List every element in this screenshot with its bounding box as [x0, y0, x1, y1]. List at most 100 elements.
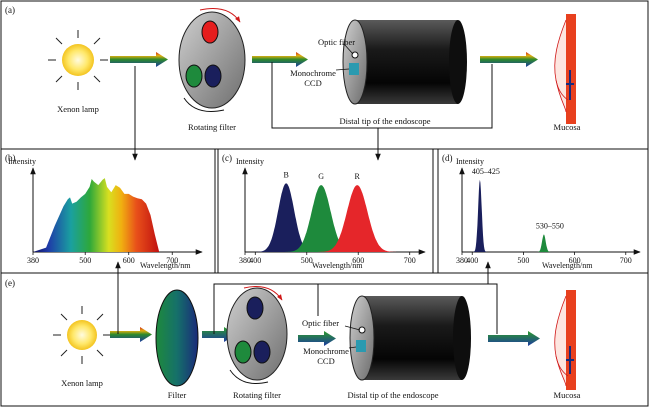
series-label: R	[355, 172, 361, 181]
mucosa-label: Mucosa	[554, 122, 581, 132]
rotation-arrow-icon	[183, 97, 225, 112]
x-tick-label: 600	[352, 256, 364, 265]
beam-arrow-2	[252, 52, 308, 67]
x-tick-label: 500	[301, 256, 313, 265]
panel-label-c: (c)	[222, 153, 232, 163]
beam-arrow-e3	[298, 331, 336, 346]
peak-G	[281, 185, 362, 252]
x-tick-label: 500	[517, 256, 529, 265]
endoscope-body	[355, 20, 458, 104]
endoscope-cap	[349, 295, 375, 381]
panel-d-frame	[437, 148, 649, 274]
x-tick-label: 600	[569, 256, 581, 265]
ccd-label-e: CCD	[317, 356, 334, 366]
mucosa-a	[554, 14, 576, 124]
endoscope-cap	[342, 19, 368, 105]
mucosa-layer	[566, 290, 576, 390]
rotating-filter-label: Rotating filter	[188, 122, 236, 132]
spectrum-area	[33, 178, 160, 252]
filter-e	[155, 289, 199, 387]
x-tick-label: 380	[239, 256, 251, 265]
beam-arrow-e4	[488, 331, 540, 346]
rotating-filter-e	[226, 286, 288, 384]
endoscope-end	[449, 20, 467, 104]
xenon-lamp-e	[53, 306, 111, 364]
x-tick-label: 700	[166, 256, 178, 265]
xlabel-b: Wavelength/nm	[140, 261, 191, 270]
ylabel-b: Intensity	[8, 157, 36, 166]
series-label: G	[318, 172, 324, 181]
xenon-lamp-label: Xenon lamp	[57, 104, 99, 114]
rotating-filter-a	[178, 8, 246, 112]
peak-R	[314, 185, 401, 252]
mucosa-layer	[566, 14, 576, 124]
x-tick-label: 600	[123, 256, 135, 265]
endoscope-tip-e	[349, 295, 471, 381]
connector-bracket-a	[271, 62, 493, 129]
blood-vessel-icon	[566, 70, 574, 100]
x-tick-label: 380	[27, 256, 39, 265]
blood-vessel-icon	[566, 346, 574, 374]
panel-e-frame	[0, 272, 649, 407]
xlabel-c: Wavelength/nm	[312, 261, 363, 270]
panel-label-d: (d)	[442, 153, 453, 163]
blue-filter	[246, 296, 264, 320]
peak-405–425	[472, 179, 488, 252]
beam-arrow-3	[480, 52, 538, 67]
tissue-outline	[554, 19, 567, 113]
rotating-filter-label-e: Rotating filter	[233, 390, 281, 400]
green-filter	[234, 340, 252, 364]
monochrome-label-e: Monochrome	[303, 346, 349, 356]
peak-B	[252, 183, 321, 252]
ccd-sensor	[349, 63, 359, 75]
capillary-icon	[555, 79, 569, 101]
blue-filter	[204, 64, 222, 88]
lamp-rays-icon	[53, 306, 111, 364]
chart-b: Intensity Wavelength/nm 380 500 600 700	[8, 157, 203, 270]
sun-icon	[67, 320, 97, 350]
distal-tip-label: Distal tip of the endoscope	[339, 116, 430, 126]
blue-filter	[253, 340, 271, 364]
endoscope-end	[453, 296, 471, 380]
ylabel-d: Intensity	[456, 157, 484, 166]
mucosa-label-e: Mucosa	[554, 390, 581, 400]
x-tick-label: 400	[249, 256, 261, 265]
series-label: 405–425	[472, 167, 500, 176]
endoscope-tip-a	[342, 19, 467, 105]
x-tick-label: 500	[79, 256, 91, 265]
connector-bracket-e	[213, 283, 498, 334]
beam-arrow-1	[110, 52, 168, 67]
x-tick-label: 400	[466, 256, 478, 265]
beam-arrow-e1	[110, 327, 152, 342]
filter-disc	[155, 289, 199, 387]
panel-label-a: (a)	[5, 5, 15, 15]
optic-fiber-leader-e	[344, 325, 361, 331]
x-tick-label: 700	[404, 256, 416, 265]
x-tick-label: 380	[456, 256, 468, 265]
filter-label: Filter	[168, 390, 187, 400]
panel-label-b: (b)	[5, 153, 16, 163]
optic-fiber-label-e: Optic fiber	[302, 318, 339, 328]
optic-fiber-leader	[343, 43, 354, 55]
optic-fiber-label: Optic fiber	[318, 37, 355, 47]
monochrome-label: Monochrome	[290, 68, 336, 78]
ccd-leader-e	[348, 346, 357, 349]
series-label: B	[284, 170, 289, 179]
ylabel-c: Intensity	[236, 157, 264, 166]
capillary-icon	[555, 355, 569, 377]
xlabel-d: Wavelength/nm	[542, 261, 593, 270]
sun-icon	[62, 44, 94, 76]
rotation-arrow-icon	[243, 286, 283, 301]
xenon-lamp-label-e: Xenon lamp	[61, 378, 103, 388]
distal-tip-label-e: Distal tip of the endoscope	[347, 390, 438, 400]
series-label: 530–550	[536, 221, 564, 230]
ccd-sensor	[356, 340, 366, 352]
mucosa-e	[554, 290, 576, 390]
rotation-arrow-icon	[229, 369, 269, 384]
panel-label-e: (e)	[5, 278, 15, 288]
xenon-lamp-a	[48, 30, 108, 90]
endoscope-body	[362, 296, 462, 380]
